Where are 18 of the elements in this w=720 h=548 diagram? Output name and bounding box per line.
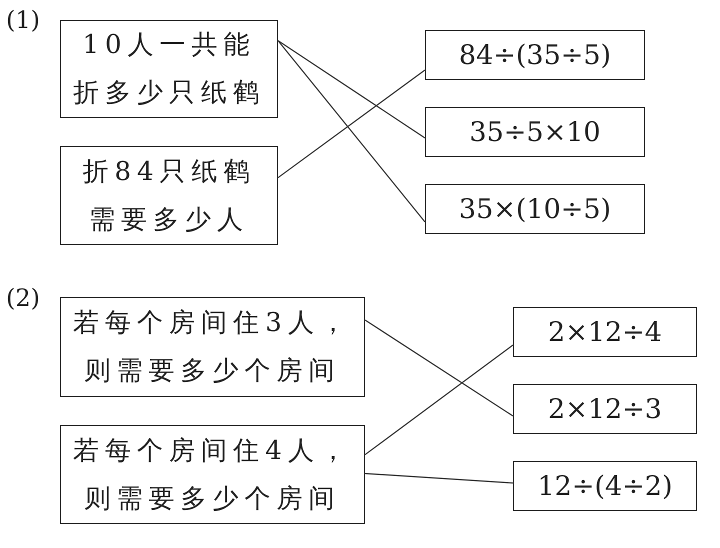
expression-box: 84÷(35÷5): [425, 30, 645, 80]
expression-box: 2×12÷3: [513, 384, 697, 434]
connector-line: [364, 344, 514, 456]
connector-line: [364, 472, 514, 484]
question-box: 10人一共能折多少只纸鹤: [60, 20, 278, 118]
expression-box: 12÷(4÷2): [513, 461, 697, 511]
expression-box: 2×12÷4: [513, 307, 697, 357]
connector-line: [278, 40, 426, 138]
connector-line: [278, 70, 426, 178]
connector-line: [364, 320, 514, 416]
question-box: 若每个房间住3人，则需要多少个房间: [60, 297, 365, 397]
connector-line: [278, 40, 426, 222]
question-box: 折84只纸鹤需要多少人: [60, 146, 278, 245]
expression-box: 35×(10÷5): [425, 184, 645, 234]
expression-box: 35÷5×10: [425, 107, 645, 157]
question-box: 若每个房间住4人，则需要多少个房间: [60, 425, 365, 524]
part-number: (2): [6, 284, 40, 312]
part-number: (1): [6, 6, 40, 34]
